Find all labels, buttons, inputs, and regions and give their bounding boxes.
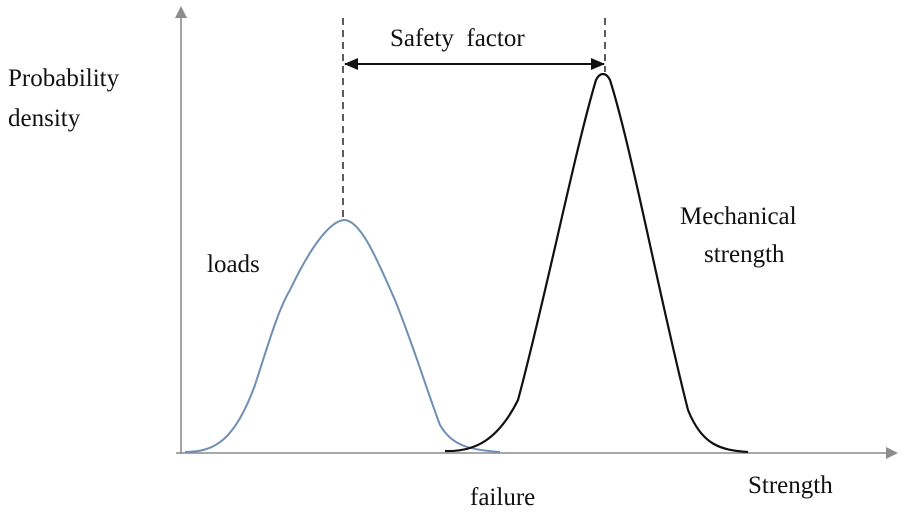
loads-curve [184, 218, 501, 453]
loads-label: loads [207, 251, 260, 278]
safety-factor-label: Safety factor [390, 25, 525, 52]
failure-label: failure [470, 484, 535, 511]
y-axis-label-line2: density [8, 105, 81, 132]
strength-label-line1: Mechanical [680, 203, 797, 230]
strength-label-line2: strength [704, 241, 785, 268]
y-axis-label-line1: Probability [8, 65, 120, 92]
x-axis-label: Strength [748, 472, 833, 499]
strength-curve [444, 72, 749, 454]
